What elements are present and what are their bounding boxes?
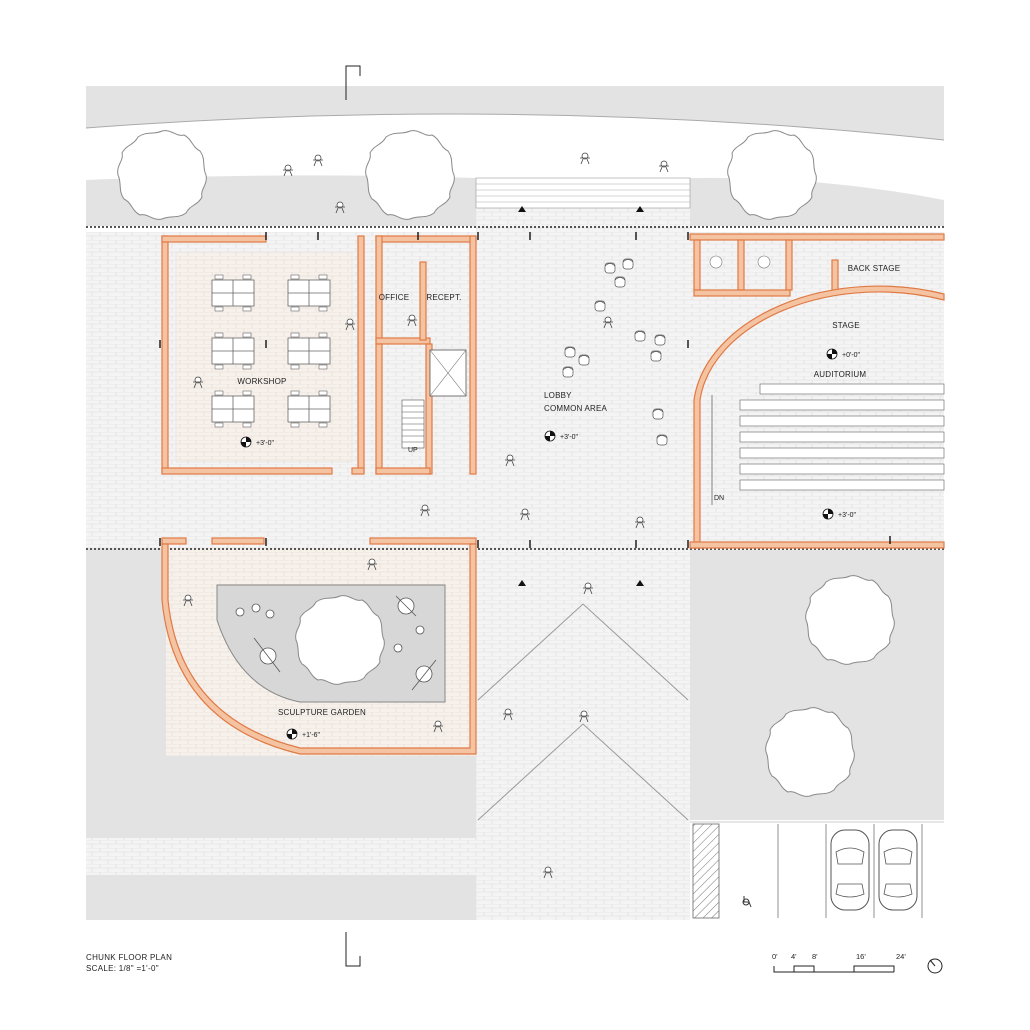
- elevation-marker-sculpture-garden: +1'-6": [286, 728, 321, 740]
- room-label-reception: RECEPT.: [426, 293, 461, 302]
- room-label-lobby: LOBBY: [544, 391, 572, 400]
- north-arrow-icon: [927, 958, 943, 974]
- svg-text:+3'-0": +3'-0": [560, 434, 579, 441]
- elevation-marker-auditorium: +3'-0": [822, 508, 857, 520]
- scale-tick-24: 24': [896, 952, 906, 961]
- room-label-common-area: COMMON AREA: [544, 404, 608, 413]
- svg-text:+3'-0": +3'-0": [256, 440, 275, 447]
- svg-text:+3'-0": +3'-0": [838, 512, 857, 519]
- stair-down-label: DN: [714, 495, 724, 502]
- scale-tick-4: 4': [791, 952, 797, 961]
- column-markers: [159, 232, 891, 548]
- lobby-planters: [477, 603, 689, 821]
- svg-text:+1'-6": +1'-6": [302, 732, 321, 739]
- elevation-marker-workshop: +3'-0": [240, 436, 275, 448]
- scale-tick-0: 0': [772, 952, 778, 961]
- auditorium-seating: [739, 383, 945, 491]
- entry-markers: [518, 206, 644, 586]
- stair: [401, 399, 425, 449]
- scale-tick-16: 16': [856, 952, 866, 961]
- walls: [161, 233, 945, 755]
- stair-up-label: UP: [408, 447, 418, 454]
- room-label-workshop: WORKSHOP: [237, 377, 286, 386]
- accessible-icon: [742, 896, 752, 908]
- scale-tick-8: 8': [812, 952, 818, 961]
- backstage-fixtures: [709, 255, 771, 269]
- room-label-stage: STAGE: [832, 321, 860, 330]
- curb-line: [86, 226, 944, 550]
- room-label-auditorium: AUDITORIUM: [814, 370, 867, 379]
- svg-text:+0'-0": +0'-0": [842, 352, 861, 359]
- drawing-title: CHUNK FLOOR PLAN: [86, 953, 173, 962]
- elevator: [429, 349, 467, 397]
- drawing-title-block: CHUNK FLOOR PLAN SCALE: 1/8" =1'-0": [86, 952, 172, 974]
- scale-bar-labels: 0' 4' 8' 16' 24': [770, 952, 950, 992]
- room-label-office: OFFICE: [379, 293, 410, 302]
- drawing-scale: SCALE: 1/8" =1'-0": [86, 964, 159, 973]
- scale-bar: [773, 965, 895, 973]
- section-flag-icon: [345, 65, 361, 967]
- room-label-back-stage: BACK STAGE: [848, 264, 901, 273]
- room-label-sculpture-garden: SCULPTURE GARDEN: [278, 708, 366, 717]
- elevation-marker-lobby: +3'-0": [544, 430, 579, 442]
- sculptures: [235, 595, 437, 691]
- elevation-marker-stage: +0'-0": [826, 348, 861, 360]
